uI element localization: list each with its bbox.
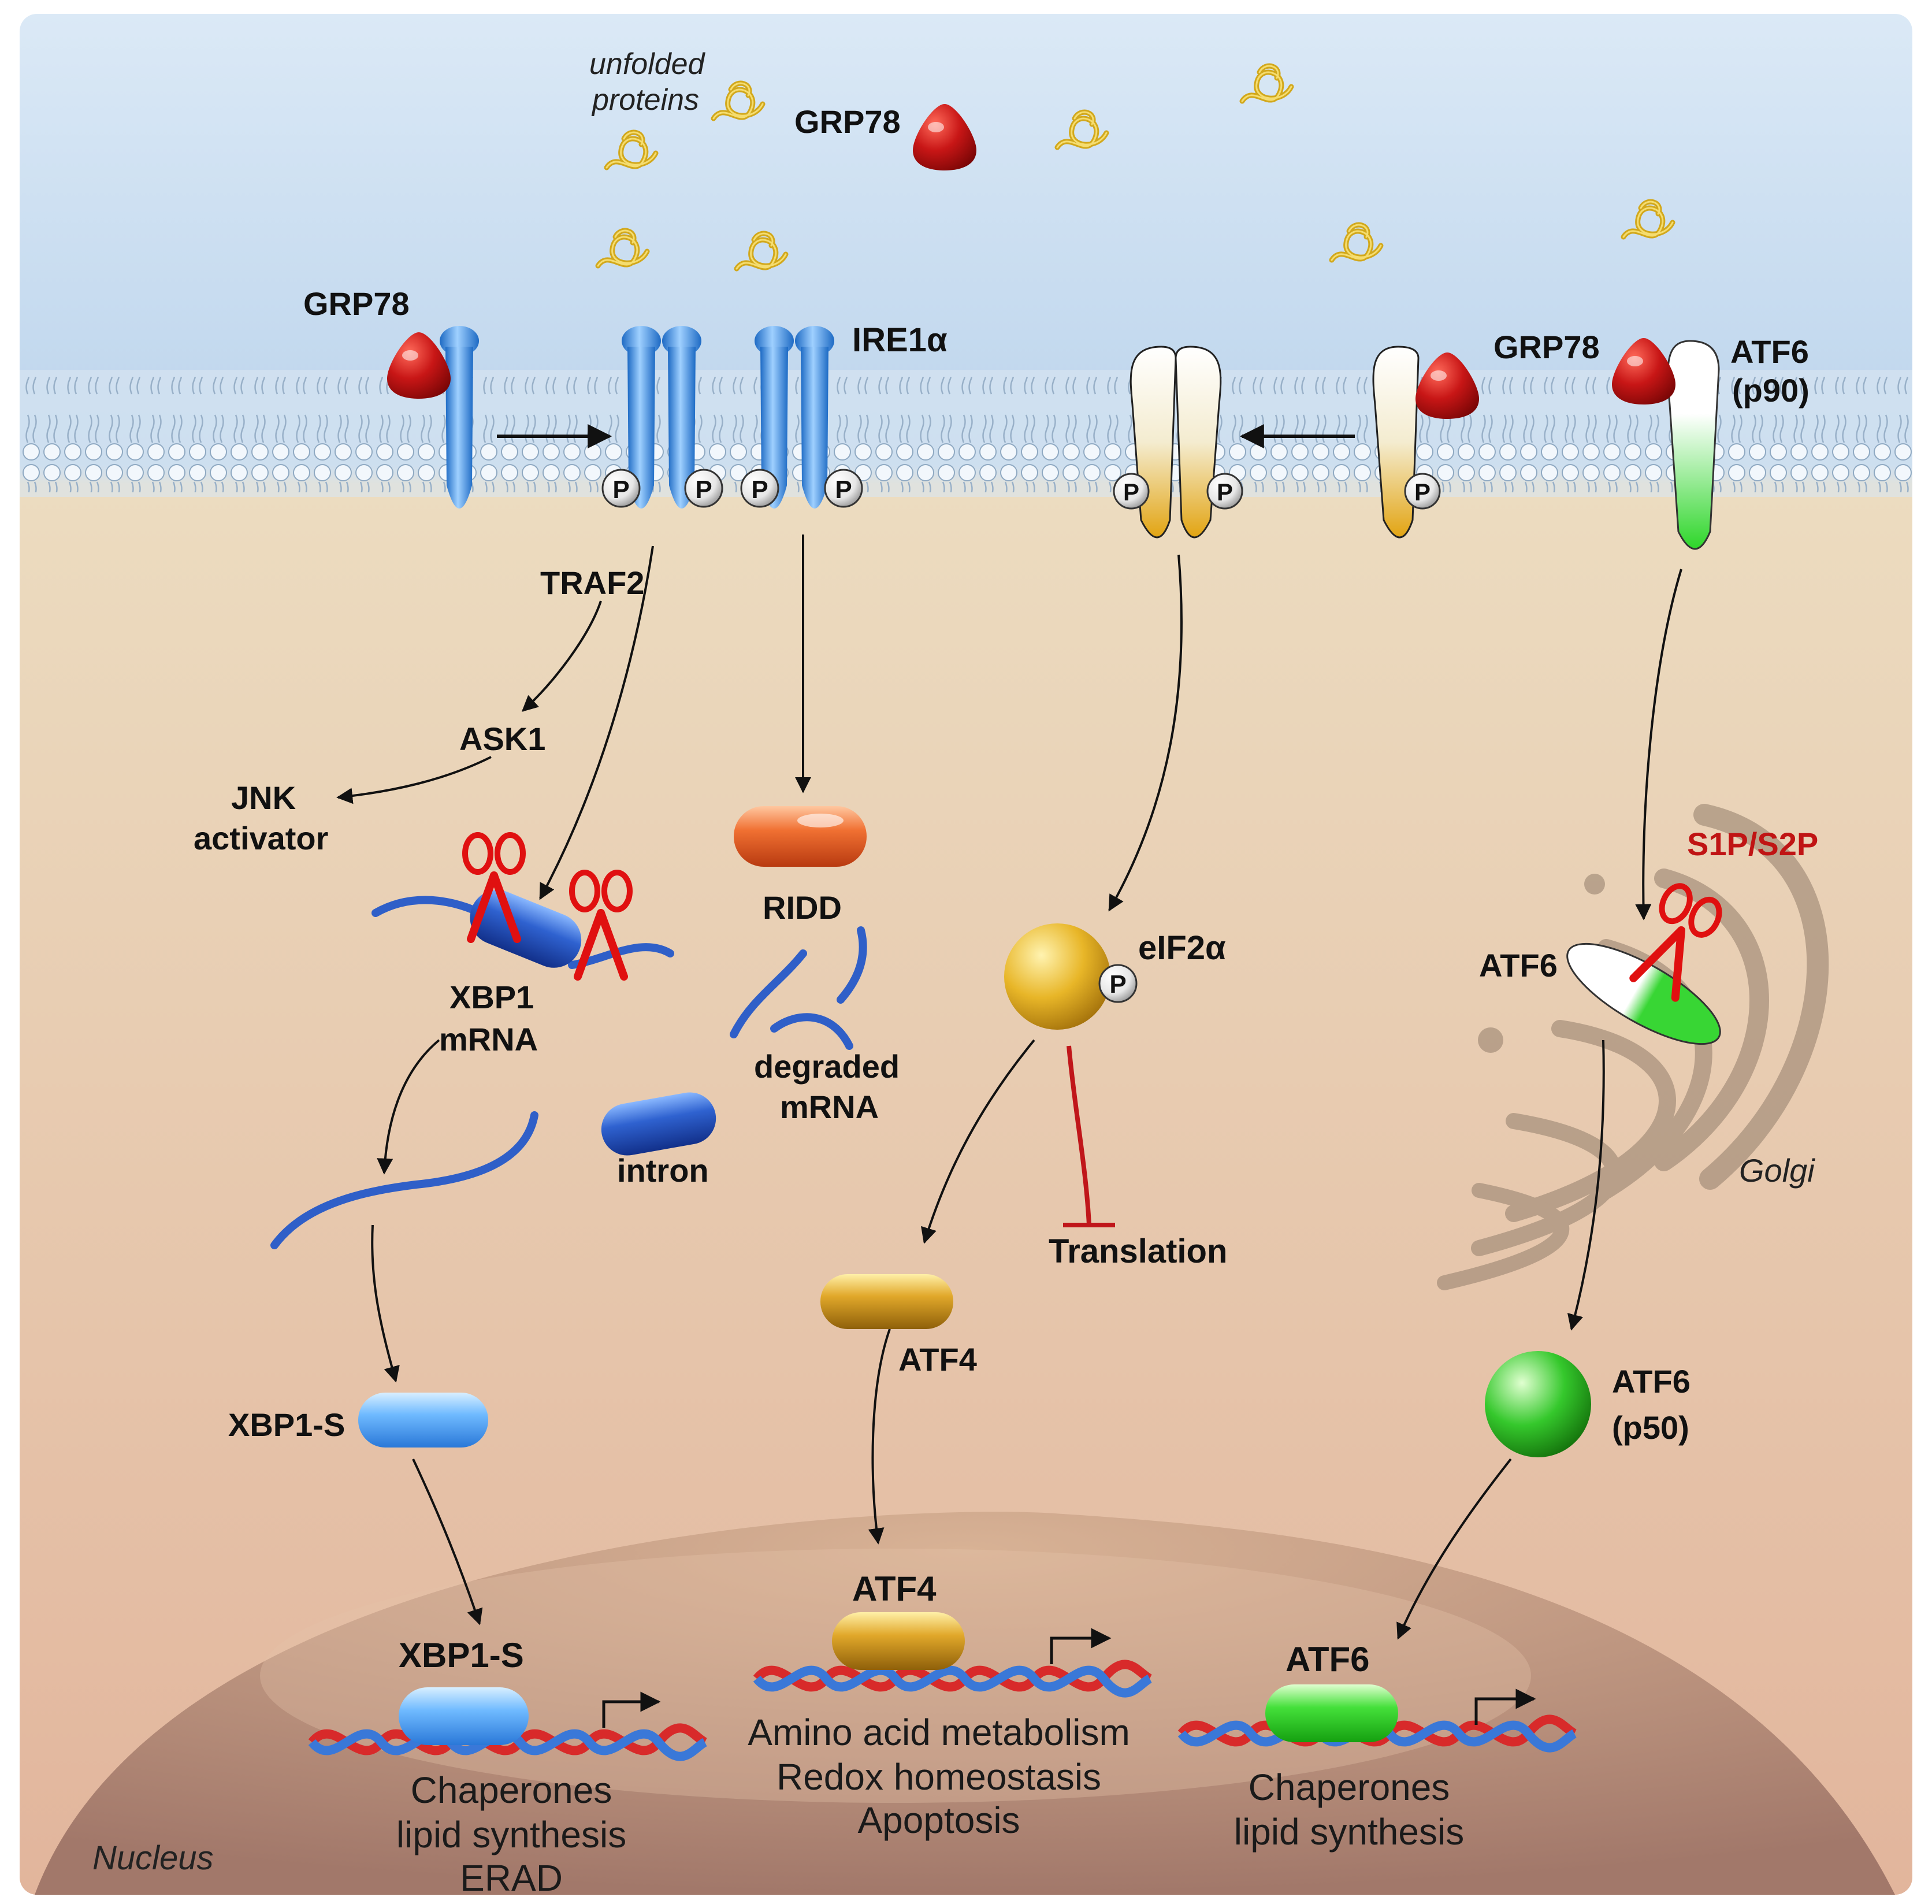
spliced-xbp1-mrna bbox=[270, 1111, 538, 1249]
eif2a-label: eIF2α bbox=[1138, 929, 1226, 967]
atf6-golgi bbox=[1566, 881, 1733, 1045]
atf4-cyto-label: ATF4 bbox=[898, 1341, 977, 1378]
xbp1s-nuc-label: XBP1-S bbox=[399, 1636, 524, 1675]
ire1-phospho-groups: P P P P bbox=[601, 469, 863, 508]
svg-text:P: P bbox=[612, 476, 629, 504]
intron-label: intron bbox=[617, 1152, 709, 1189]
atf4-outputs: Amino acid metabolism Redox homeostasis … bbox=[748, 1712, 1130, 1841]
grp78-top-label: GRP78 bbox=[794, 103, 901, 140]
atf6-p50-label-1: ATF6 bbox=[1612, 1363, 1690, 1400]
ask1-label: ASK1 bbox=[459, 721, 545, 757]
output-line: lipid synthesis bbox=[396, 1814, 626, 1855]
s1p-s2p-label: S1P/S2P bbox=[1687, 826, 1818, 862]
atf4-nuclear-protein bbox=[832, 1612, 965, 1670]
arrow-xbp1-splice bbox=[377, 1039, 440, 1175]
degraded-mrna bbox=[730, 926, 867, 1050]
tss-arrow-atf4 bbox=[1050, 1628, 1112, 1664]
golgi-apparatus bbox=[1437, 804, 1829, 1290]
unfolded-proteins-label-1: unfolded bbox=[589, 47, 706, 81]
phospho-group: P bbox=[824, 469, 863, 508]
atf4-nuc-label: ATF4 bbox=[852, 1569, 937, 1608]
xbp1-outputs: Chaperones lipid synthesis ERAD bbox=[396, 1769, 626, 1899]
perk-inactive: P bbox=[1372, 346, 1479, 539]
output-line: ERAD bbox=[460, 1857, 563, 1899]
atf6-outputs: Chaperones lipid synthesis bbox=[1234, 1766, 1464, 1853]
phospho-group: P bbox=[1404, 473, 1441, 510]
arrow-perk-eif2a bbox=[1108, 554, 1183, 912]
perk-dimer: P P bbox=[1113, 346, 1243, 539]
eif2a bbox=[1004, 923, 1110, 1030]
degraded-label-1: degraded bbox=[754, 1048, 900, 1085]
dna-xbp1 bbox=[312, 1687, 705, 1757]
atf6-p90-label-2: (p90) bbox=[1732, 372, 1810, 409]
ire1a-label: IRE1α bbox=[852, 321, 948, 359]
dna-atf4 bbox=[757, 1612, 1150, 1693]
grp78-right-label: GRP78 bbox=[1493, 329, 1600, 365]
arrow-atf4-nucleus bbox=[868, 1328, 891, 1545]
output-line: Chaperones bbox=[411, 1769, 612, 1811]
nucleus-label: Nucleus bbox=[92, 1839, 214, 1877]
atf6-p90-label-1: ATF6 bbox=[1730, 333, 1809, 370]
traf2-label: TRAF2 bbox=[540, 565, 644, 601]
translation-label: Translation bbox=[1049, 1233, 1227, 1270]
svg-text:P: P bbox=[751, 476, 768, 504]
output-line: Amino acid metabolism bbox=[748, 1712, 1130, 1753]
xbp1s-protein bbox=[358, 1393, 488, 1448]
pathway-arrows bbox=[336, 535, 1682, 1640]
arrow-golgi-p50 bbox=[1567, 1040, 1605, 1331]
svg-text:P: P bbox=[1123, 478, 1139, 506]
tss-arrow-atf6 bbox=[1474, 1688, 1536, 1725]
phospho-group: P bbox=[684, 469, 723, 508]
xbp1-mrna bbox=[371, 835, 674, 977]
atf6-nuc-label: ATF6 bbox=[1285, 1640, 1370, 1679]
arrow-p50-nucleus bbox=[1396, 1458, 1512, 1640]
arrow-eif2a-atf4 bbox=[921, 1039, 1035, 1244]
phospho-group: P bbox=[1113, 473, 1150, 510]
svg-text:P: P bbox=[1217, 478, 1233, 506]
svg-text:P: P bbox=[1109, 970, 1126, 999]
arrow-xbp1s-nucleus bbox=[412, 1458, 483, 1625]
output-line: Chaperones bbox=[1249, 1766, 1450, 1808]
ridd-label: RIDD bbox=[763, 889, 842, 926]
degraded-label-2: mRNA bbox=[780, 1089, 879, 1125]
xbp1-mrna-label-1: XBP1 bbox=[449, 979, 534, 1015]
intron bbox=[601, 1092, 716, 1156]
jnk-label-1: JNK bbox=[231, 780, 296, 816]
atf6-p50-label-2: (p50) bbox=[1612, 1409, 1689, 1446]
atf6-nuclear-protein bbox=[1265, 1684, 1398, 1742]
phospho-group: P bbox=[1098, 964, 1138, 1003]
arrow-ire1-xbp1 bbox=[539, 545, 654, 900]
atf6-p50 bbox=[1485, 1351, 1591, 1457]
arrow-traf2-ask1 bbox=[521, 600, 602, 712]
atf6-golgi-label: ATF6 bbox=[1479, 947, 1558, 983]
xbp1s-cyto-label: XBP1-S bbox=[228, 1406, 345, 1443]
arrow-spliced-xbp1s bbox=[371, 1224, 400, 1383]
svg-text:P: P bbox=[695, 476, 712, 504]
output-line: lipid synthesis bbox=[1234, 1811, 1464, 1853]
jnk-label-2: activator bbox=[194, 820, 328, 856]
nucleus bbox=[35, 1512, 1895, 1895]
er-membrane bbox=[20, 370, 1912, 497]
dna-atf6 bbox=[1182, 1684, 1574, 1748]
arrow-atf6-golgi bbox=[1635, 569, 1682, 921]
golgi-label: Golgi bbox=[1739, 1152, 1815, 1189]
svg-text:P: P bbox=[1414, 478, 1431, 506]
output-line: Apoptosis bbox=[857, 1799, 1020, 1841]
phospho-group: P bbox=[601, 469, 641, 508]
unfolded-proteins-label-2: proteins bbox=[591, 83, 699, 117]
atf6-p90 bbox=[1612, 338, 1720, 550]
xbp1-mrna-label-2: mRNA bbox=[439, 1021, 538, 1057]
phospho-group: P bbox=[740, 469, 779, 508]
xbp1s-nuclear-protein bbox=[399, 1687, 529, 1745]
inhibition-translation bbox=[1063, 1045, 1115, 1227]
phospho-group: P bbox=[1206, 473, 1243, 510]
atf4-protein bbox=[820, 1274, 953, 1329]
grp78-left-label: GRP78 bbox=[303, 285, 410, 322]
tss-arrow-xbp1 bbox=[602, 1691, 661, 1728]
ridd-protein bbox=[734, 806, 867, 867]
svg-text:P: P bbox=[835, 476, 852, 504]
arrow-ask1-jnk bbox=[336, 756, 492, 804]
output-line: Redox homeostasis bbox=[776, 1756, 1101, 1798]
